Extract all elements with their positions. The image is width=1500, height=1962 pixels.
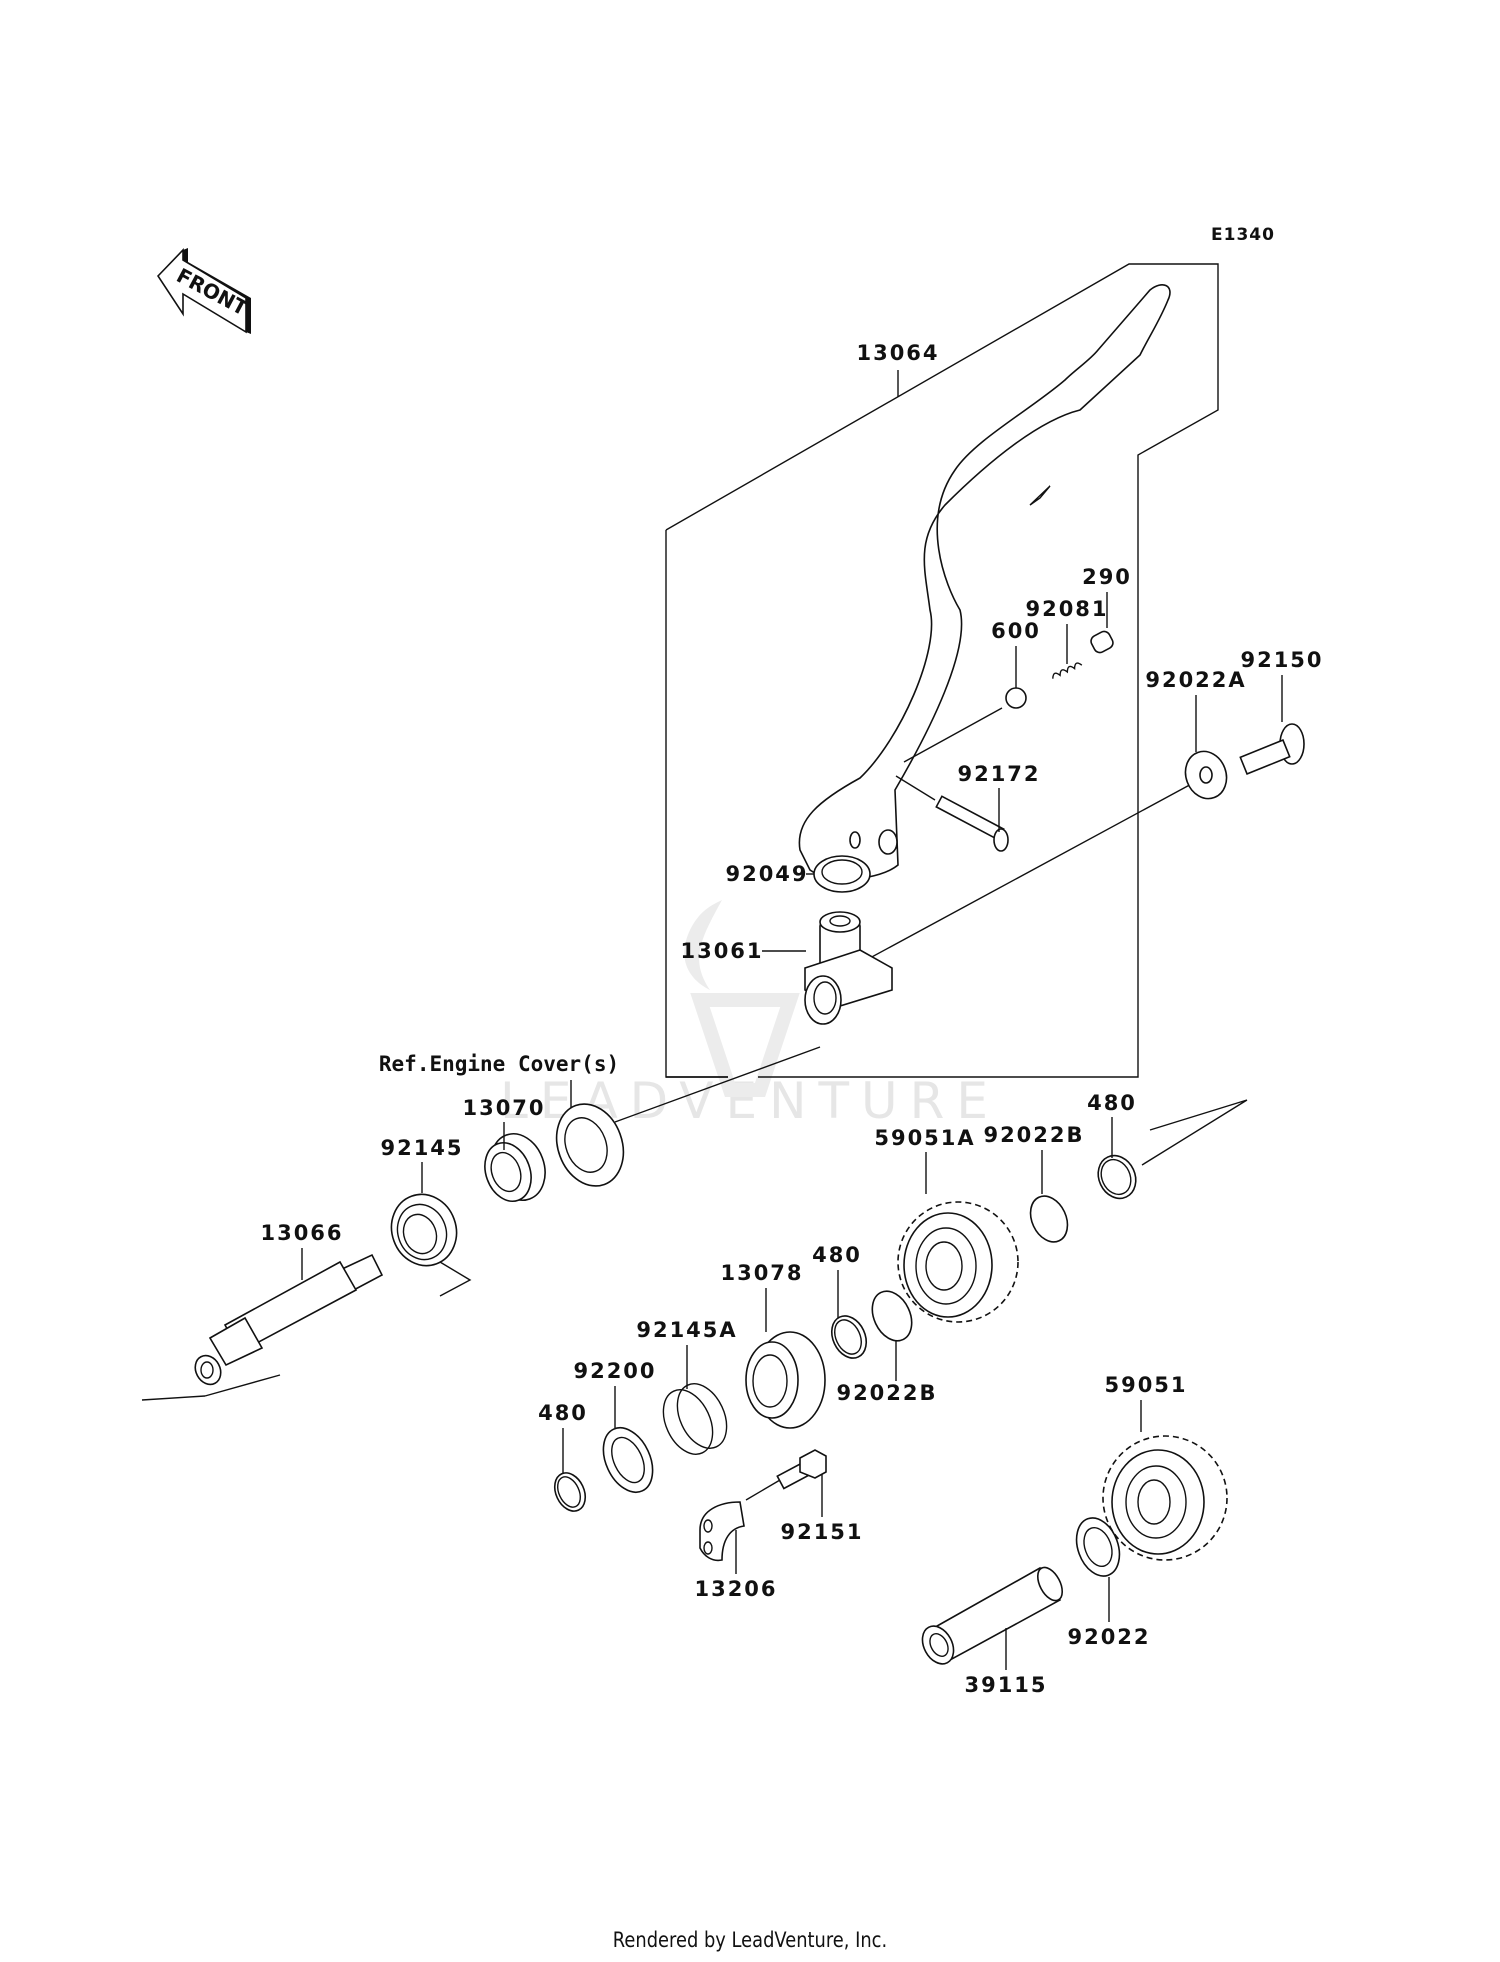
label-92172[interactable]: 92172	[957, 762, 1040, 786]
part-290-set-screw[interactable]	[1089, 629, 1115, 654]
label-92081[interactable]: 92081	[1025, 597, 1108, 621]
part-92145-torsion-spring[interactable]	[382, 1185, 472, 1297]
part-600-ball[interactable]	[1005, 687, 1027, 709]
part-13070-collar[interactable]	[477, 1126, 554, 1208]
watermark: LEADVENTURE	[500, 900, 988, 1130]
label-13061[interactable]: 13061	[680, 939, 763, 963]
footer-credit: Rendered by LeadVenture, Inc.	[612, 1928, 888, 1952]
part-92022B-washer-right[interactable]	[1023, 1190, 1074, 1248]
axis-arrow-right	[1141, 1099, 1248, 1166]
label-59051[interactable]: 59051	[1104, 1373, 1187, 1397]
part-480-circlip-left[interactable]	[549, 1468, 591, 1516]
part-13206-ratchet-guide[interactable]	[699, 1501, 745, 1562]
label-59051A[interactable]: 59051A	[874, 1126, 975, 1150]
label-600[interactable]: 600	[991, 619, 1041, 643]
part-480-circlip-right[interactable]	[1091, 1149, 1142, 1204]
leader-92151-axis	[745, 1479, 781, 1501]
label-13206[interactable]: 13206	[694, 1577, 777, 1601]
label-92151[interactable]: 92151	[780, 1520, 863, 1544]
label-92200[interactable]: 92200	[573, 1359, 656, 1383]
axis-arrow-left	[141, 1374, 281, 1401]
part-13061-kick-boss[interactable]	[804, 911, 893, 1025]
part-92049-oil-seal[interactable]	[813, 855, 871, 893]
part-92200-washer[interactable]	[594, 1420, 663, 1500]
label-92022A[interactable]: 92022A	[1145, 668, 1246, 692]
watermark-v-icon	[690, 993, 800, 1097]
part-92081-spring[interactable]	[1051, 662, 1083, 679]
leader-600-to-lever	[903, 707, 1003, 763]
label-92049[interactable]: 92049	[725, 862, 808, 886]
part-39115-idle-shaft[interactable]	[916, 1563, 1067, 1669]
label-480-right[interactable]: 480	[1087, 1091, 1137, 1115]
label-13070[interactable]: 13070	[462, 1096, 545, 1120]
part-92172-pin-screw[interactable]	[935, 795, 1009, 852]
label-13066[interactable]: 13066	[260, 1221, 343, 1245]
watermark-flame-icon	[684, 900, 722, 990]
diagram-code: E1340	[1211, 225, 1275, 245]
label-92150[interactable]: 92150	[1240, 648, 1323, 672]
label-480-left[interactable]: 480	[538, 1401, 588, 1425]
label-92022[interactable]: 92022	[1067, 1625, 1150, 1649]
subassembly-frame-outline	[665, 263, 1219, 1078]
part-13078-ratchet-gear[interactable]	[745, 1331, 826, 1429]
label-290[interactable]: 290	[1082, 565, 1132, 589]
engine-cover-seal	[555, 1103, 625, 1187]
reference-note: Ref.Engine Cover(s)	[379, 1052, 619, 1076]
part-59051A-kick-gear[interactable]	[897, 1201, 1019, 1323]
axis-line-cover	[614, 1046, 821, 1123]
label-92022B-right[interactable]: 92022B	[983, 1123, 1084, 1147]
part-92022A-washer[interactable]	[1179, 746, 1233, 805]
label-92022B-middle[interactable]: 92022B	[836, 1381, 937, 1405]
part-13064-kick-lever[interactable]	[798, 284, 1171, 880]
part-92151-guide-bolt[interactable]	[776, 1449, 827, 1490]
part-13066-kick-shaft[interactable]	[190, 1253, 384, 1389]
axis-line-upper	[819, 774, 1209, 986]
label-39115[interactable]: 39115	[964, 1673, 1047, 1697]
label-13078[interactable]: 13078	[720, 1261, 803, 1285]
part-92145A-ratchet-spring[interactable]	[654, 1376, 737, 1462]
front-arrow-icon: FRONT	[156, 248, 252, 334]
label-92145[interactable]: 92145	[380, 1136, 463, 1160]
part-92150-bolt[interactable]	[1239, 723, 1305, 776]
label-480-middle[interactable]: 480	[812, 1243, 862, 1267]
leader-92172-axis	[895, 775, 936, 801]
part-59051-idle-gear[interactable]	[1102, 1435, 1228, 1561]
label-13064[interactable]: 13064	[856, 341, 939, 365]
part-92022-washer-idle[interactable]	[1069, 1512, 1127, 1582]
part-480-circlip-middle[interactable]	[825, 1310, 873, 1363]
part-92022B-washer-middle[interactable]	[865, 1285, 920, 1347]
label-92145A[interactable]: 92145A	[636, 1318, 737, 1342]
